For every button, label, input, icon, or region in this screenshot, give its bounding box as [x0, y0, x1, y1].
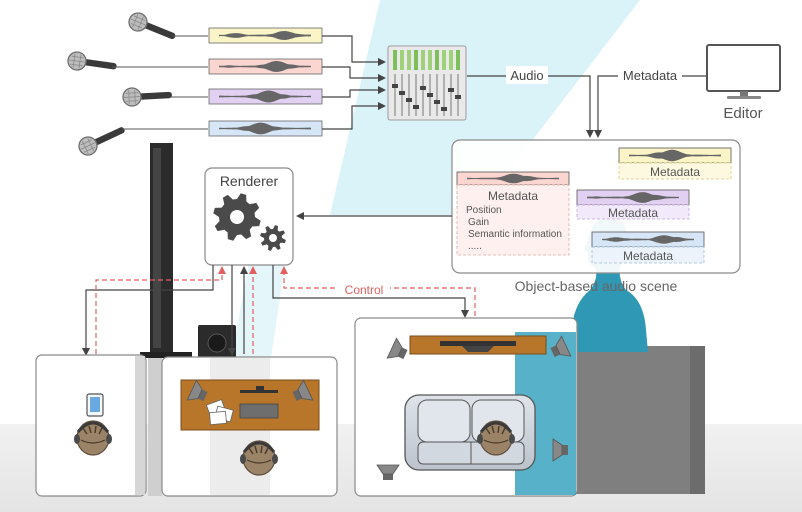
audio-label: Audio [510, 68, 543, 83]
monitor-icon [706, 44, 781, 99]
gear-icon [260, 225, 286, 251]
waveform [629, 149, 721, 162]
soundbar-stand [462, 346, 494, 352]
mixing-console-icon [387, 45, 467, 121]
track-to-mixer-arrows [322, 35, 386, 130]
control-label: Control [345, 283, 384, 297]
control-label-bg [338, 282, 390, 296]
gear-icon [213, 193, 261, 241]
soundbar [440, 341, 516, 346]
metadata-position: Position [466, 205, 502, 216]
renderer-output-arrows [82, 265, 469, 356]
waveform [602, 235, 694, 244]
editor-label: Editor [723, 105, 762, 122]
object-metadata-title: Metadata [488, 189, 538, 203]
microphone-icon [75, 120, 129, 159]
microphone-icon [125, 9, 180, 46]
track-bar [208, 120, 323, 137]
metadata-gain: Gain [468, 217, 489, 228]
studio-screen-top [256, 386, 264, 390]
metadata-semantic: Semantic information [468, 229, 562, 240]
track-bar [208, 58, 323, 75]
scene-object-yellow: Metadata [618, 147, 732, 180]
scene-object-purple: Metadata [576, 189, 690, 220]
microphone-icon [66, 50, 119, 77]
object-metadata-purple: Metadata [608, 206, 658, 220]
scene-object-pink: Metadata Position Gain Semantic informat… [456, 171, 570, 256]
panel-foot [140, 352, 192, 358]
panel-foot-base [148, 358, 162, 496]
waveform [219, 90, 311, 103]
gray-wall [575, 346, 705, 494]
microphone-icon [121, 85, 174, 108]
studio-console [239, 403, 279, 419]
object-scene-caption: Object-based audio scene [515, 278, 678, 294]
mic-cables [112, 35, 208, 130]
object-metadata-yellow: Metadata [650, 165, 700, 179]
gray-wall-shade [690, 346, 705, 494]
sofa [404, 394, 536, 471]
input-tracks [208, 27, 323, 137]
metadata-label-bg [618, 66, 682, 84]
waveform [219, 122, 311, 135]
tall-panel-inner [153, 148, 161, 348]
scene-object-blue: Metadata [591, 231, 705, 264]
metadata-more: ..... [468, 241, 482, 252]
waveform [219, 31, 311, 40]
renderer-label: Renderer [220, 173, 279, 189]
track-bar [208, 88, 323, 105]
room-headphones-shade [135, 356, 145, 495]
metadata-label: Metadata [623, 68, 678, 83]
speaker-stand-woofer [207, 333, 227, 353]
object-metadata-blue: Metadata [623, 249, 673, 263]
track-bar [208, 27, 323, 44]
waveform [219, 61, 311, 72]
paper-sheets [205, 399, 234, 426]
waveform [467, 173, 559, 184]
audio-label-bg [506, 66, 548, 84]
waveform [587, 192, 679, 203]
studio-screen [240, 390, 278, 393]
tablet-icon [86, 393, 104, 417]
